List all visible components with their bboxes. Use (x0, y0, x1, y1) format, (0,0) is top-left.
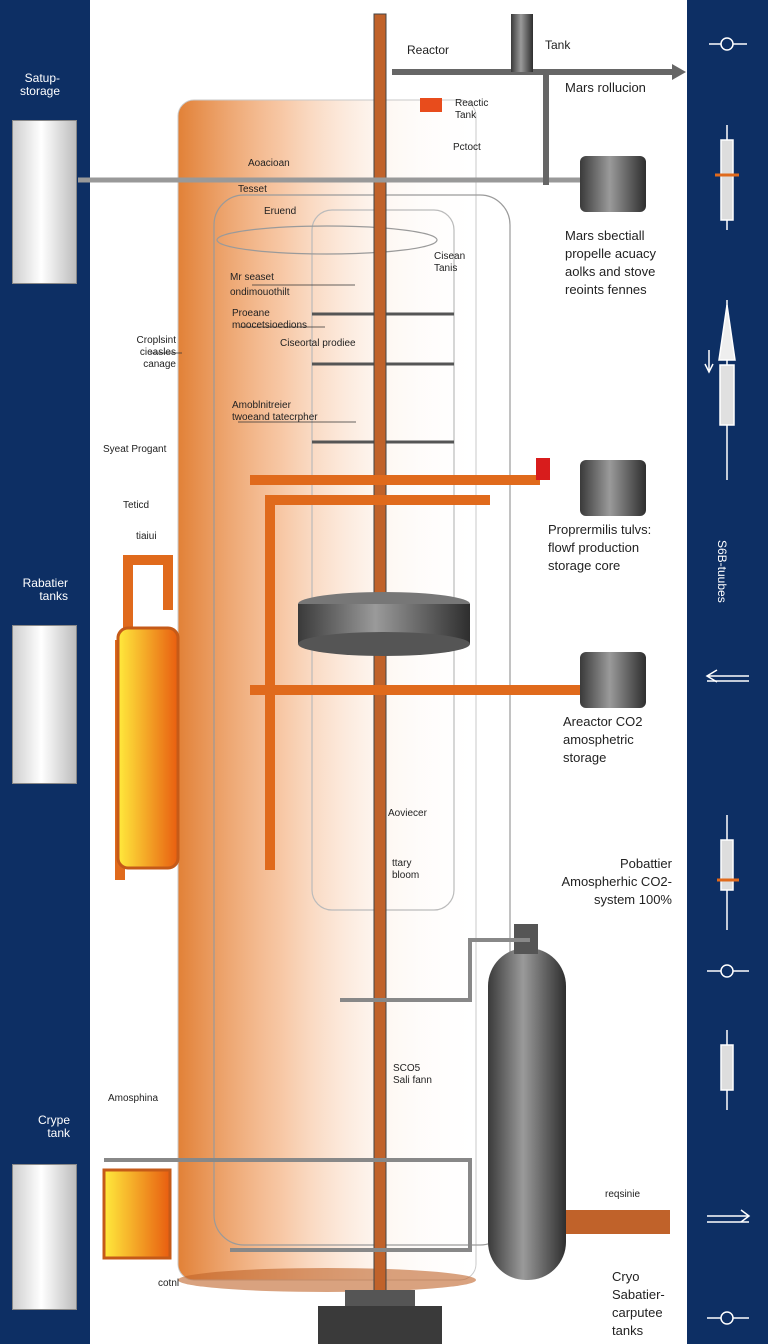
mr-seaset-label: Mr seaset (230, 272, 274, 283)
bottom-pipes (104, 938, 530, 1252)
cisean-tanks-label: Cisean Tanis (434, 251, 466, 274)
tank-top-label: Tank (545, 38, 571, 52)
reactic-tank-label: Reactic Tank (455, 98, 489, 121)
teticd-label: Teticd (123, 500, 150, 511)
mid-vessel (298, 592, 470, 656)
proeane-label: Proeane moocetsioedions (232, 308, 308, 331)
rabatier-tanks-label: Rabatier tanks (22, 576, 68, 603)
eruend-label: Eruend (264, 206, 297, 217)
crype-tank-label: Crype tank (37, 1113, 70, 1140)
right-side-band: S6B-tuubes (687, 0, 768, 1344)
crype-tank (12, 1164, 77, 1310)
ttary-bloom-label: ttary bloom (392, 858, 420, 881)
amobinitreier-label: Amoblnitreier twoeand tatecrpher (232, 400, 318, 423)
satup-storage-label: Satup- storage (19, 71, 60, 98)
lower-steel-tank (488, 924, 566, 1280)
header-arrow (672, 64, 686, 80)
areactor-co2-label: Areactor CO2 amosphetric storage (563, 714, 643, 765)
tiaiui-label: tiaiui (136, 531, 157, 542)
mars-rollution-label: Mars rollucion (565, 80, 646, 95)
outer-reactor-shell (177, 99, 477, 1292)
ondmoothilt-label: ondimouothilt (230, 287, 290, 298)
syeat-progant-label: Syeat Progant (103, 444, 167, 455)
top-tank (511, 14, 533, 72)
rabatier-tank (12, 625, 77, 784)
bottom-heater (102, 1168, 172, 1260)
right-band-components (704, 37, 751, 1325)
aoviecer-label: Aoviecer (388, 808, 427, 819)
left-heater (116, 626, 180, 870)
cryo-sabatier-label: Cryo Sabatier- carputee tanks (612, 1269, 665, 1338)
amosphina-label: Amosphina (108, 1093, 159, 1104)
red-indicator (536, 458, 550, 480)
cisecral-label: Ciseortal prodiee (280, 338, 356, 349)
satup-storage-tank (12, 120, 77, 284)
cotnl-label: cotnl (158, 1278, 180, 1289)
acacican-label: Aoacioan (248, 158, 290, 169)
mars-sbectiall-label: Mars sbectiall propelle acuacy aolks and… (565, 228, 657, 297)
protect-label: Pctoct (453, 142, 481, 153)
croplsint-label: Croplsint cieasles canage (136, 335, 176, 370)
leader-lines (150, 284, 356, 423)
reactor-top-label: Reactor (407, 43, 450, 57)
central-shaft (318, 13, 442, 1344)
left-side-band: Satup- storage Rabatier tanks Crype tank (0, 0, 90, 1344)
tesset-label: Tesset (238, 184, 267, 195)
reactic-indicator (420, 98, 442, 112)
reqsinie-label: reqsinie (605, 1189, 641, 1200)
pumps (580, 156, 646, 708)
pobattier-label: Pobattier Amospherhic CO2- system 100% (561, 856, 672, 907)
right-vertical-text: S6B-tuubes (715, 540, 729, 603)
outlet-pipe (566, 1210, 670, 1234)
sco5-label: SCO5 Sali fann (393, 1063, 432, 1086)
proprermilis-label: Proprermilis tulvs: flowf production sto… (548, 522, 652, 573)
